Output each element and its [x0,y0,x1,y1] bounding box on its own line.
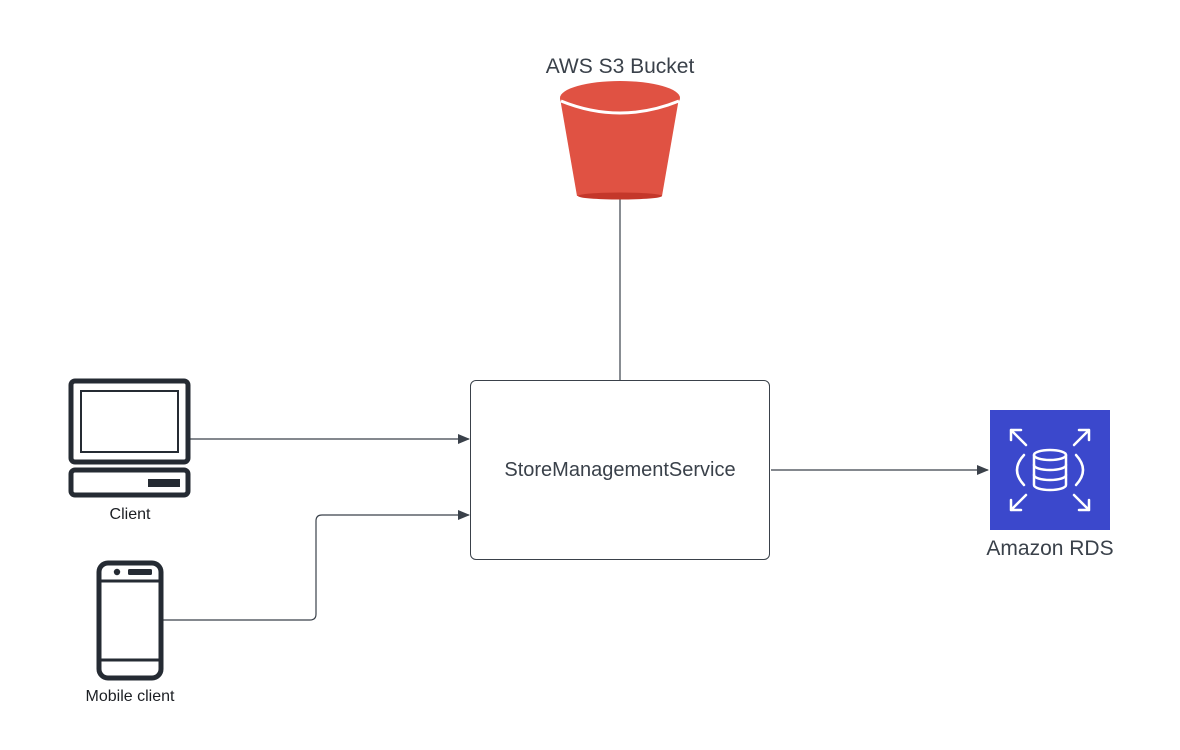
store-management-service-box[interactable]: StoreManagementService [470,380,770,560]
desktop-computer-icon[interactable] [68,378,191,498]
rds-label: Amazon RDS [986,537,1114,560]
mobile-client-label: Mobile client [85,688,175,705]
mobile-phone-icon[interactable] [96,560,164,681]
s3-bucket-icon[interactable] [560,81,680,200]
rds-database-icon[interactable] [990,410,1110,530]
client-label: Client [109,506,151,523]
s3-bucket-label: AWS S3 Bucket [545,55,695,78]
service-label: StoreManagementService [504,458,736,481]
edge-mobile-to-service [163,510,470,621]
